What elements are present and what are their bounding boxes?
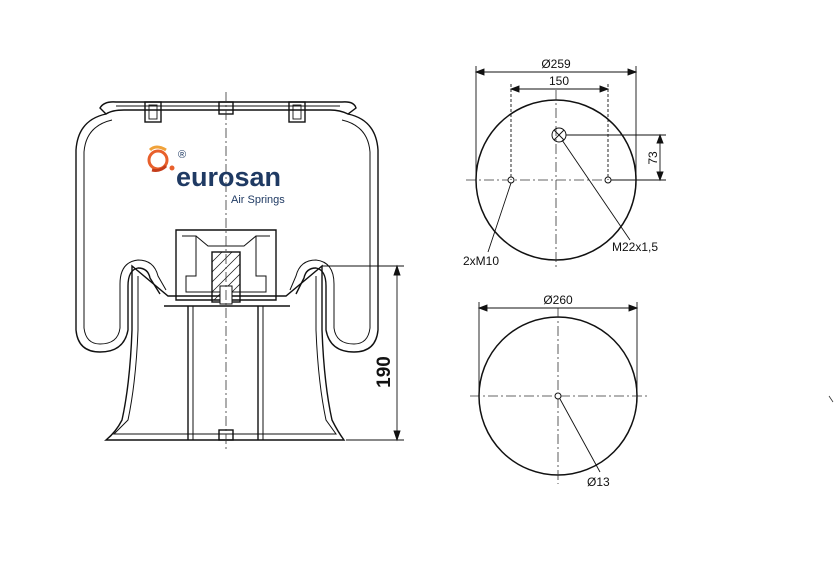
piston-body bbox=[104, 264, 346, 441]
bottom-diameter-label: Ø260 bbox=[543, 293, 573, 307]
hole-diameter-label: Ø13 bbox=[587, 475, 610, 489]
top-diameter-label: Ø259 bbox=[541, 57, 571, 71]
top-bead-plate bbox=[99, 101, 357, 115]
brand-tagline: Air Springs bbox=[231, 194, 285, 206]
top-clip-left bbox=[144, 101, 162, 123]
bottom-plate-view: Ø260 Ø13 bbox=[470, 293, 648, 489]
piston-top-cup bbox=[175, 229, 277, 301]
registered-mark: ® bbox=[178, 149, 186, 161]
air-fitting-label: M22x1,5 bbox=[612, 240, 658, 254]
brand-name: eurosan bbox=[176, 162, 281, 192]
top-clip-right bbox=[288, 101, 306, 123]
air-fitting-symbol bbox=[551, 127, 567, 143]
side-view bbox=[75, 101, 379, 441]
bolts-label: 2xM10 bbox=[463, 254, 499, 268]
bolt-spacing-label: 150 bbox=[549, 74, 569, 88]
top-plate-view: Ø259 150 73 2xM10 M22x1,5 bbox=[463, 57, 666, 270]
offset-label: 73 bbox=[646, 151, 660, 165]
height-dimension bbox=[322, 264, 404, 442]
center-hole bbox=[554, 392, 562, 400]
edge-mark bbox=[828, 395, 834, 403]
bellows-outer bbox=[75, 113, 161, 353]
brand-logo: ® eurosan Air Springs bbox=[147, 145, 285, 206]
height-label: 190 bbox=[374, 356, 395, 388]
logo-icon bbox=[147, 145, 175, 172]
